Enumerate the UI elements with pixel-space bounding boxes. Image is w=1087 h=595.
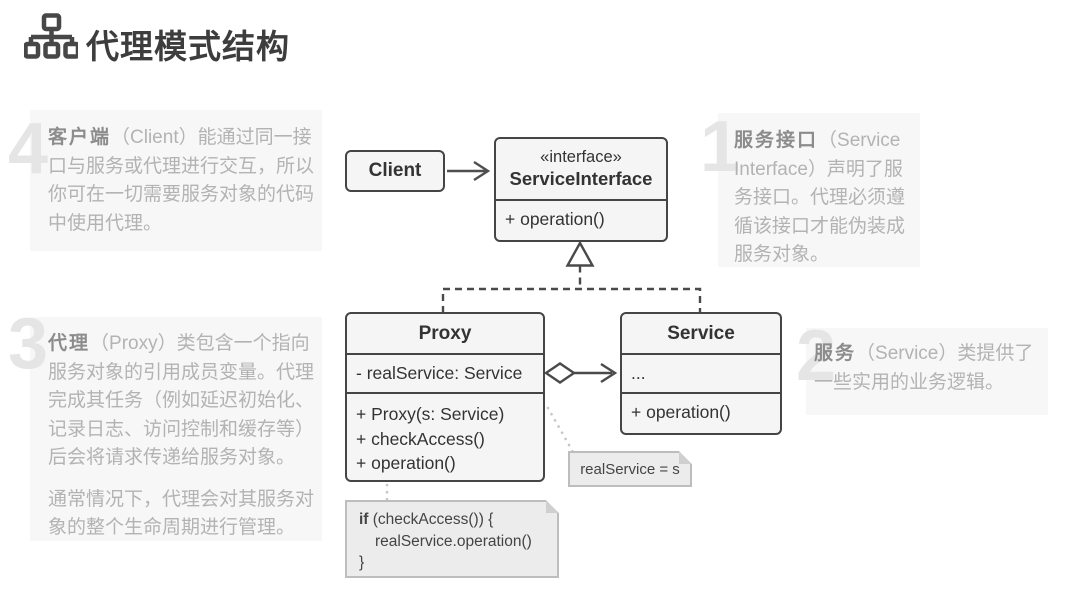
methods-compartment: + Proxy(s: Service) + checkAccess() + op… bbox=[347, 392, 543, 484]
annotation-number-3: 3 bbox=[8, 304, 49, 384]
note-text: realService = s bbox=[580, 460, 680, 478]
realization-connector bbox=[441, 240, 702, 313]
association-arrow bbox=[447, 160, 491, 182]
annotation-number-2: 2 bbox=[796, 316, 837, 396]
code-text: (checkAccess()) { bbox=[368, 511, 494, 528]
method-label: + checkAccess() bbox=[356, 428, 485, 449]
annotation-lead: 客户端 bbox=[48, 127, 112, 148]
annotation-number-4: 4 bbox=[8, 109, 49, 189]
aggregation-connector bbox=[543, 362, 618, 384]
class-name: Client bbox=[368, 160, 422, 181]
code-line: if (checkAccess()) { bbox=[359, 509, 545, 531]
method-label: + operation() bbox=[496, 199, 666, 238]
uml-class-proxy: Proxy - realService: Service + Proxy(s: … bbox=[345, 312, 545, 482]
annotation-body: （Proxy）类包含一个指向服务对象的引用成员变量。代理完成其任务（例如延迟初始… bbox=[48, 333, 315, 468]
class-header: Service bbox=[667, 322, 735, 344]
annotation-text-proxy: 代理（Proxy）类包含一个指向服务对象的引用成员变量。代理完成其任务（例如延迟… bbox=[48, 330, 318, 543]
annotation-panel-proxy bbox=[30, 317, 322, 541]
method-label: + operation() bbox=[356, 453, 456, 473]
annotation-panel-service-interface bbox=[718, 113, 920, 267]
annotation-body-2: 通常情况下，代理会对其服务对象的整个生命周期进行管理。 bbox=[48, 488, 315, 539]
annotation-lead: 服务接口 bbox=[734, 130, 819, 151]
uml-class-client: Client bbox=[345, 150, 445, 192]
uml-class-service-interface: «interface» ServiceInterface + operation… bbox=[494, 137, 668, 242]
code-line: } bbox=[359, 554, 365, 571]
uml-class-service: Service ... + operation() bbox=[620, 312, 782, 435]
annotation-panel-service bbox=[806, 328, 1048, 415]
code-line: realService.operation() bbox=[375, 532, 532, 550]
annotation-text-client: 客户端（Client）能通过同一接口与服务或代理进行交互，所以你可在一切需要服务… bbox=[48, 124, 316, 238]
annotation-text-service-interface: 服务接口（Service Interface）声明了服务接口。代理必须遵循该接口… bbox=[734, 127, 906, 270]
attribute-label: ... bbox=[622, 353, 780, 392]
annotation-lead: 服务 bbox=[814, 343, 857, 364]
code-keyword: if bbox=[359, 511, 369, 528]
method-label: + operation() bbox=[622, 392, 780, 431]
stereotype-label: «interface» bbox=[540, 148, 622, 166]
class-name: ServiceInterface bbox=[509, 168, 653, 189]
annotation-panel-client bbox=[30, 110, 322, 251]
attribute-label: - realService: Service bbox=[347, 353, 543, 392]
note-code: if (checkAccess()) { realService.operati… bbox=[345, 500, 559, 578]
annotation-body: （Service Interface）声明了服务接口。代理必须遵循该接口才能伪装… bbox=[734, 130, 906, 265]
annotation-text-service: 服务（Service）类提供了一些实用的业务逻辑。 bbox=[814, 340, 1040, 397]
annotation-body: （Client）能通过同一接口与服务或代理进行交互，所以你可在一切需要服务对象的… bbox=[48, 127, 315, 234]
hierarchy-icon bbox=[24, 13, 78, 59]
page-title: 代理模式结构 bbox=[86, 28, 290, 65]
note-assignment: realService = s bbox=[568, 451, 692, 487]
annotation-number-1: 1 bbox=[700, 107, 741, 187]
class-header: «interface» ServiceInterface bbox=[496, 139, 666, 199]
annotation-body: （Service）类提供了一些实用的业务逻辑。 bbox=[814, 343, 1034, 393]
annotation-lead: 代理 bbox=[48, 333, 91, 354]
method-label: + Proxy(s: Service) bbox=[356, 404, 505, 424]
class-header: Proxy bbox=[418, 322, 472, 344]
